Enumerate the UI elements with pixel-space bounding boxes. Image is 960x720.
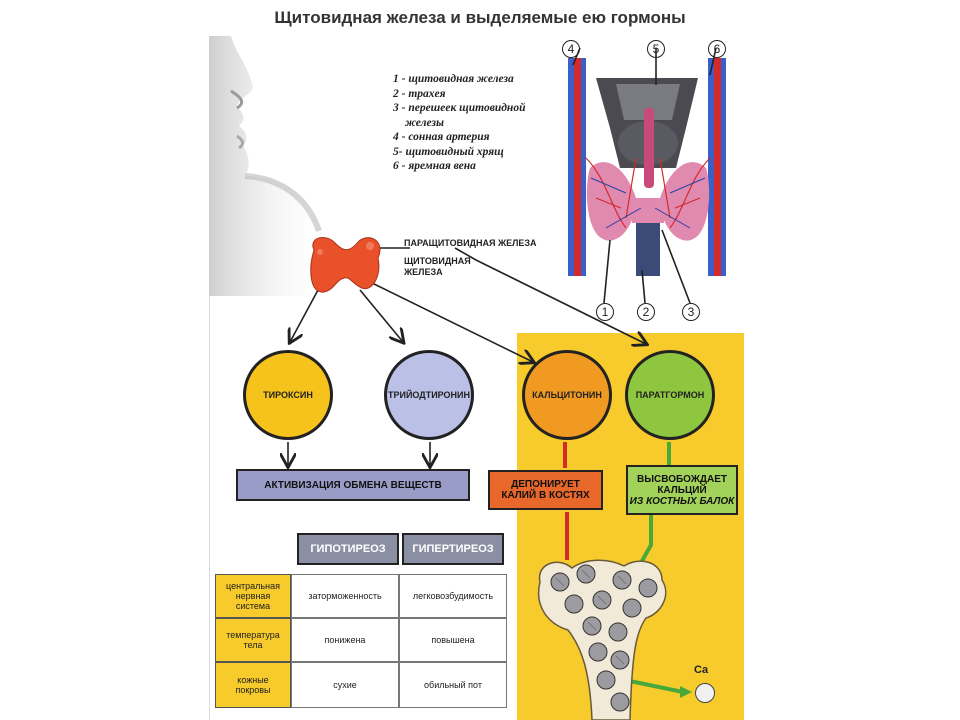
effect-deposit-line1: ДЕПОНИРУЕТ — [511, 479, 580, 490]
legend-item: 6 - яремная вена — [393, 160, 476, 172]
hormone-thyroxin: ТИРОКСИН — [243, 350, 333, 440]
row-label-line: нервная — [235, 591, 271, 601]
table-cell-hyper: легковозбудимость — [399, 574, 507, 618]
effect-metabolism-label: АКТИВИЗАЦИЯ ОБМЕНА ВЕЩЕСТВ — [264, 479, 442, 491]
bone-illustration — [537, 559, 667, 720]
table-row-label: центральная нервная система — [215, 574, 291, 618]
legend-item: железы — [405, 116, 444, 129]
hormone-triiodothyronine-label: ТРИЙОДТИРОНИН — [387, 390, 471, 400]
thyroid-gland-icon — [310, 236, 381, 293]
legend-item: 5- щитовидный хрящ — [393, 145, 504, 158]
row-label-line: система — [235, 601, 271, 611]
table-header-hyperthyroidism: ГИПЕРТИРЕОЗ — [402, 533, 504, 565]
calcium-ion — [695, 683, 715, 703]
effect-deposit-line2: КАЛИЙ В КОСТЯХ — [501, 490, 590, 501]
hormone-parathormone-label: ПАРАТГОРМОН — [635, 390, 705, 400]
hormone-thyroxin-label: ТИРОКСИН — [263, 390, 313, 400]
anatomy-number-3: 3 — [682, 303, 700, 321]
row-label-line: тела — [243, 640, 263, 650]
effect-metabolism-box: АКТИВИЗАЦИЯ ОБМЕНА ВЕЩЕСТВ — [236, 469, 470, 501]
table-cell-hypo: заторможенность — [291, 574, 399, 618]
anatomy-number-6: 6 — [708, 40, 726, 58]
hormone-triiodothyronine: ТРИЙОДТИРОНИН — [384, 350, 474, 440]
row-label-line: покровы — [235, 685, 271, 695]
legend-item: 1 - щитовидная железа — [393, 73, 514, 85]
anatomy-number-1: 1 — [596, 303, 614, 321]
anatomy-number-2: 2 — [637, 303, 655, 321]
effect-release-line1: ВЫСВОБОЖДАЕТ — [637, 473, 727, 485]
thyroid-anatomy-illustration — [566, 58, 730, 276]
page-title: Щитовидная железа и выделяемые ею гормон… — [274, 8, 686, 27]
parathyroid-label: ПАРАЩИТОВИДНАЯ ЖЕЛЕЗА — [404, 238, 537, 248]
legend-item: 2 - трахея — [393, 87, 446, 100]
row-label-line: кожные — [237, 675, 269, 685]
effect-release-box: ВЫСВОБОЖДАЕТ КАЛЬЦИЙ ИЗ КОСТНЫХ БАЛОК — [626, 465, 738, 515]
table-cell-hyper: повышена — [399, 618, 507, 662]
effect-release-line2: КАЛЬЦИЙ — [657, 484, 707, 496]
table-cell-hypo: сухие — [291, 662, 399, 708]
hormone-calcitonin: КАЛЬЦИТОНИН — [522, 350, 612, 440]
table-row-label: температура тела — [215, 618, 291, 662]
legend-item: 3 - перешеек щитовидной — [393, 102, 526, 114]
anatomy-legend: 1 - щитовидная железа 2 - трахея 3 - пер… — [393, 72, 563, 174]
legend-item: 4 - сонная артерия — [393, 131, 490, 143]
row-label-line: центральная — [226, 581, 280, 591]
calcium-label: Ca — [694, 664, 709, 676]
effect-deposit-box: ДЕПОНИРУЕТ КАЛИЙ В КОСТЯХ — [488, 470, 603, 510]
thyroid-label-line2: ЖЕЛЕЗА — [404, 267, 443, 277]
effect-release-line3: ИЗ КОСТНЫХ БАЛОК — [629, 495, 735, 507]
table-cell-hypo: понижена — [291, 618, 399, 662]
thyroid-label-line1: ЩИТОВИДНАЯ — [404, 256, 471, 266]
head-silhouette — [209, 36, 322, 296]
hormone-parathormone: ПАРАТГОРМОН — [625, 350, 715, 440]
table-row-label: кожные покровы — [215, 662, 291, 708]
table-cell-hyper: обильный пот — [399, 662, 507, 708]
hormone-calcitonin-label: КАЛЬЦИТОНИН — [532, 390, 602, 400]
table-header-hypothyroidism: ГИПОТИРЕОЗ — [297, 533, 399, 565]
row-label-line: температура — [226, 630, 280, 640]
